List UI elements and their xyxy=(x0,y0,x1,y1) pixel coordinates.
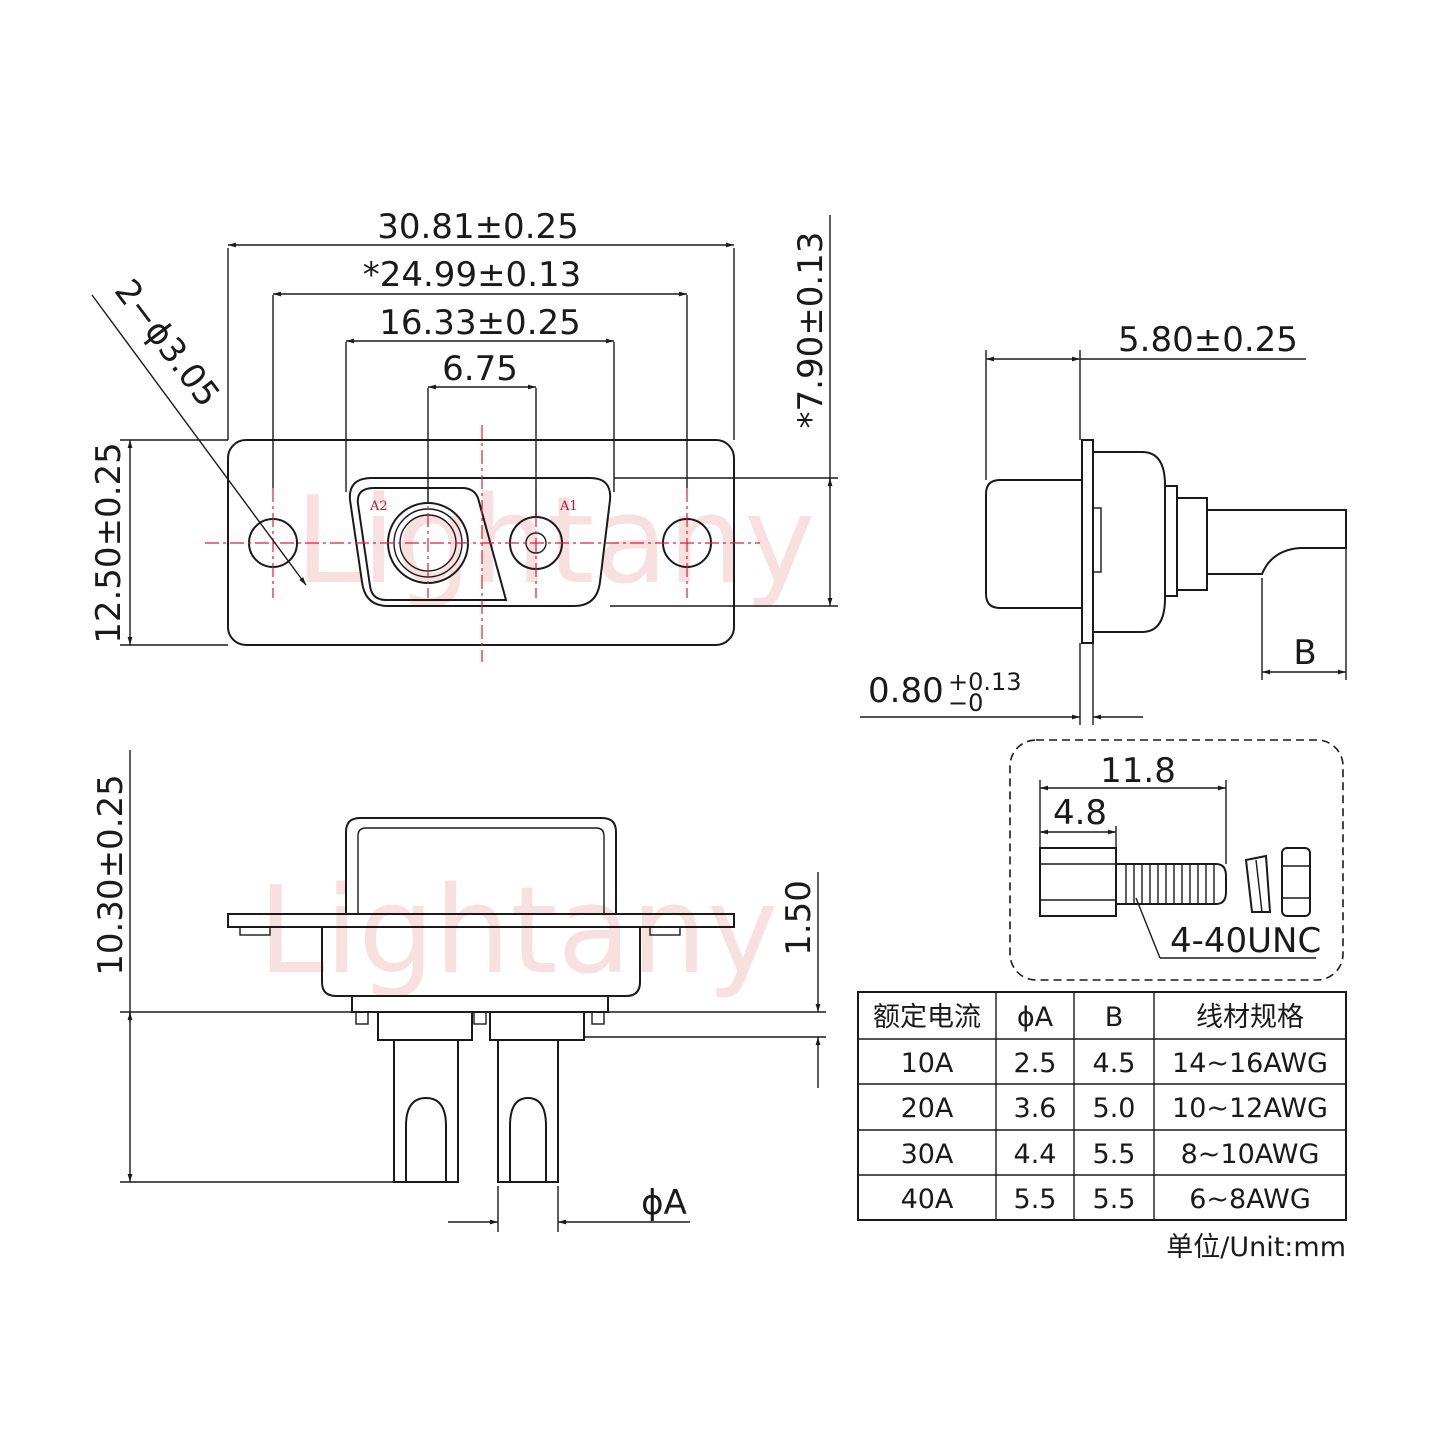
cell-b: 5.5 xyxy=(1093,1139,1136,1170)
cell-b: 5.5 xyxy=(1093,1184,1136,1215)
side-boss xyxy=(1092,507,1102,573)
table-row: 40A 5.5 5.5 6~8AWG xyxy=(901,1184,1311,1215)
side-front-shell xyxy=(985,479,1082,609)
screw-hex-body xyxy=(1039,847,1117,917)
bottom-terminal-right xyxy=(497,1040,559,1183)
thread-hatch xyxy=(1125,864,1215,904)
dim-total-height: 10.30±0.25 xyxy=(91,774,131,976)
side-rear-shell xyxy=(1093,451,1166,633)
cell-diameter: 2.5 xyxy=(1014,1048,1057,1079)
pin-label-a2: A2 xyxy=(369,499,388,514)
watermark-front: Lightany xyxy=(295,472,815,611)
dim-depth: 5.80±0.25 xyxy=(1118,320,1298,360)
cell-current: 20A xyxy=(901,1093,954,1124)
thread-label: 4-40UNC xyxy=(1170,921,1321,961)
table-row: 10A 2.5 4.5 14~16AWG xyxy=(901,1048,1328,1079)
dim-pin-pitch: 6.75 xyxy=(442,349,518,389)
cell-b: 5.0 xyxy=(1093,1093,1136,1124)
table-row: 30A 4.4 5.5 8~10AWG xyxy=(901,1139,1320,1170)
side-ring1 xyxy=(1164,485,1178,597)
washer-icon xyxy=(1244,854,1272,913)
side-flange xyxy=(1081,439,1094,644)
dim-shell-height: *7.90±0.13 xyxy=(791,232,831,429)
dim-flange-tol-plus: +0.13 xyxy=(948,668,1022,696)
dim-flange-tol-minus: −0 xyxy=(948,689,983,717)
dim-overall-width: 30.81±0.25 xyxy=(377,207,579,247)
table-border xyxy=(857,991,1347,1221)
bottom-shell-outer xyxy=(345,817,617,914)
detail-frame xyxy=(1009,739,1344,981)
header-b: B xyxy=(1105,1002,1124,1033)
screw-thread xyxy=(1116,863,1227,905)
header-diameter: ϕA xyxy=(1017,1002,1054,1033)
front-shell-outer xyxy=(348,477,612,607)
cell-diameter: 5.5 xyxy=(1014,1184,1057,1215)
bottom-view: 10.30±0.25 1.50 ϕA xyxy=(91,750,826,1232)
side-view: 5.80±0.25 0.80 +0.13 −0 B xyxy=(860,320,1347,725)
dim-screw-length: 11.8 xyxy=(1100,751,1176,791)
dim-b: B xyxy=(1293,633,1316,673)
cell-current: 10A xyxy=(901,1048,954,1079)
cell-wire: 14~16AWG xyxy=(1172,1048,1328,1079)
screw-detail: 11.8 4.8 4-40UNC xyxy=(1009,739,1344,981)
dim-holes: 2−ϕ3.05 xyxy=(106,272,227,414)
unit-note: 单位/Unit:mm xyxy=(1166,1232,1346,1263)
dim-hole-spacing: *24.99±0.13 xyxy=(363,255,582,295)
bottom-slot-left xyxy=(405,1096,447,1182)
bottom-terminal-left xyxy=(393,1040,459,1183)
dim-flange-thickness: 1.50 xyxy=(779,880,819,956)
bottom-foot-left xyxy=(239,926,271,936)
dim-shell-width: 16.33±0.25 xyxy=(379,303,581,343)
header-current: 额定电流 xyxy=(873,1002,981,1033)
cell-b: 4.5 xyxy=(1093,1048,1136,1079)
cell-current: 30A xyxy=(901,1139,954,1170)
bottom-contact-base-left xyxy=(377,1011,473,1041)
dim-diameter: ϕA xyxy=(641,1183,687,1223)
spec-table: 额定电流 ϕA B 线材规格 10A 2.5 4.5 14~16AWG 20A … xyxy=(857,991,1347,1263)
dim-height: 12.50±0.25 xyxy=(89,442,129,644)
bottom-slot-right xyxy=(509,1096,547,1182)
cell-wire: 8~10AWG xyxy=(1181,1139,1320,1170)
bottom-contact-base-right xyxy=(489,1011,585,1041)
table-row: 20A 3.6 5.0 10~12AWG xyxy=(901,1093,1328,1124)
bottom-flange xyxy=(227,913,735,928)
header-wire-spec: 线材规格 xyxy=(1196,1002,1304,1033)
table-header: 额定电流 ϕA B 线材规格 xyxy=(873,1002,1304,1033)
cell-wire: 6~8AWG xyxy=(1189,1184,1311,1215)
side-wire-terminal xyxy=(1207,509,1347,575)
watermark-bottom: Lightany xyxy=(258,862,778,1001)
dim-screw-hex: 4.8 xyxy=(1053,793,1107,833)
front-shell-insert xyxy=(356,487,508,601)
bottom-foot-right xyxy=(649,926,681,936)
pin-label-a1: A1 xyxy=(559,499,578,514)
dim-flange-base: 0.80 xyxy=(868,671,944,711)
cell-diameter: 3.6 xyxy=(1014,1093,1057,1124)
side-ring2 xyxy=(1176,497,1208,591)
cell-current: 40A xyxy=(901,1184,954,1215)
cell-wire: 10~12AWG xyxy=(1172,1093,1328,1124)
nut-icon xyxy=(1281,847,1311,917)
bottom-shell-inner xyxy=(357,827,605,914)
cell-diameter: 4.4 xyxy=(1014,1139,1057,1170)
